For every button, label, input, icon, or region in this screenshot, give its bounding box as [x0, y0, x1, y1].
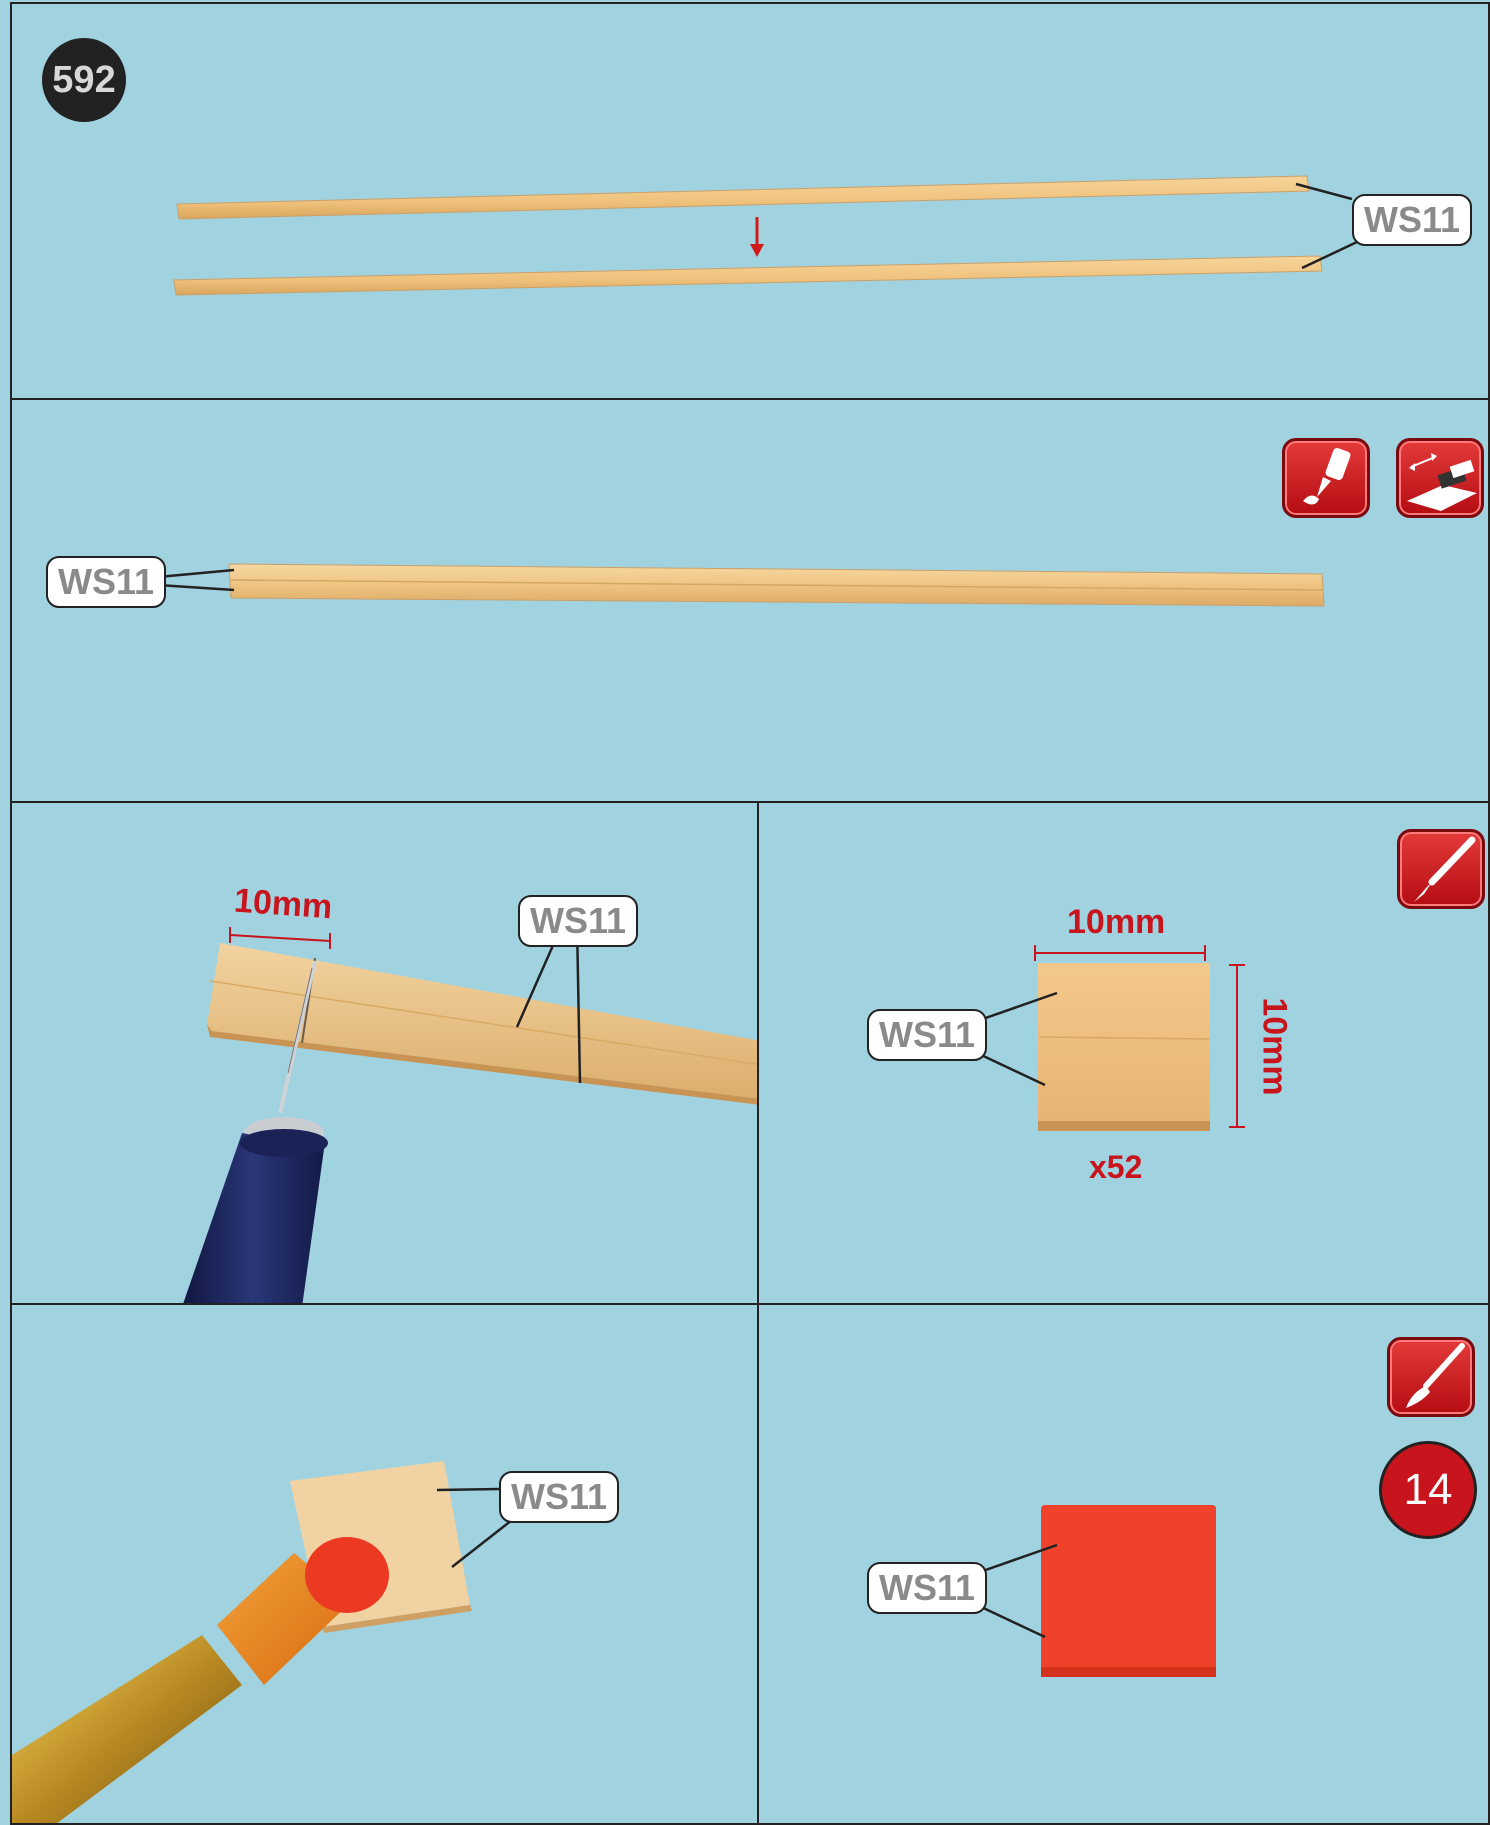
panel-square: 10mm 10mm x52 WS11 — [757, 801, 1490, 1305]
square-width-label: 10mm — [1067, 903, 1165, 942]
callout-line — [977, 1053, 1045, 1085]
panel-cutting: 10mm WS11 — [10, 801, 759, 1305]
glue-bottle-icon — [1282, 438, 1370, 518]
callout-line — [452, 1520, 512, 1567]
painted-square-illustration — [759, 1305, 1490, 1825]
dimension-marker — [230, 927, 330, 949]
paintbrush — [12, 1537, 389, 1825]
sanding-block-icon — [1396, 438, 1484, 518]
quantity-label: x52 — [1089, 1149, 1142, 1186]
height-dimension-marker — [1229, 965, 1245, 1127]
cut-length-label: 10mm — [233, 882, 334, 928]
wood-strip-top — [177, 176, 1309, 219]
glued-strip-illustration — [12, 400, 1490, 803]
panel-glued-strip: WS11 — [10, 398, 1490, 803]
wood-strip-bottom — [174, 256, 1322, 295]
panel-painted-square: WS11 14 — [757, 1303, 1490, 1825]
part-label: WS11 — [518, 895, 638, 947]
painted-square — [1041, 1505, 1216, 1675]
callout-line — [1302, 242, 1357, 268]
down-arrow-icon — [750, 217, 764, 257]
part-label: WS11 — [867, 1009, 987, 1061]
wood-square — [1038, 963, 1210, 1128]
square-height-label: 10mm — [1255, 997, 1294, 1095]
callout-line — [158, 585, 234, 590]
width-dimension-marker — [1035, 945, 1205, 961]
callout-line — [437, 1489, 499, 1490]
paintbrush-icon — [1387, 1337, 1475, 1417]
part-label: WS11 — [46, 556, 166, 608]
count-badge: 14 — [1379, 1441, 1477, 1539]
part-label: WS11 — [1352, 194, 1472, 246]
callout-line — [977, 1605, 1045, 1637]
part-label: WS11 — [499, 1471, 619, 1523]
callout-line — [158, 570, 234, 577]
painting-illustration — [12, 1305, 759, 1825]
cutting-illustration — [12, 803, 759, 1305]
craft-knife-icon — [1397, 829, 1485, 909]
panel-strips: 592 WS11 — [10, 2, 1490, 400]
part-label: WS11 — [867, 1562, 987, 1614]
strips-illustration — [12, 4, 1490, 400]
panel-painting: WS11 — [10, 1303, 759, 1825]
